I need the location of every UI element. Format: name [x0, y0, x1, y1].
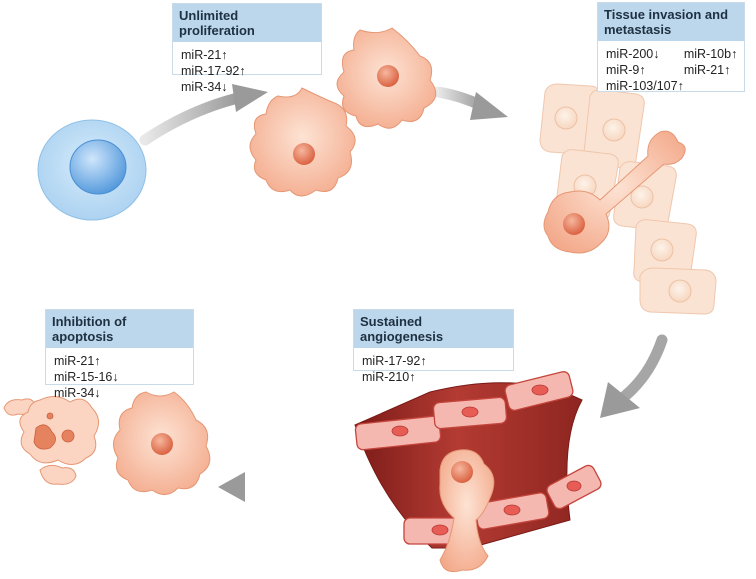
- proliferation-title: Unlimited proliferation: [173, 4, 321, 42]
- invasion-box: Tissue invasion and metastasis miR-200↓ …: [597, 2, 745, 93]
- mirna-label: miR-34↓: [181, 80, 228, 94]
- mirna-label: miR-210↑: [362, 370, 416, 384]
- mirna-label: miR-21↑: [683, 63, 731, 77]
- invasion-mirna-list: miR-200↓ miR-9↑ miR-103/107↑ miR-10b↑ mi…: [598, 41, 744, 99]
- apoptosis-mirna-list: miR-21↑ miR-15-16↓ miR-34↓: [46, 348, 193, 406]
- angiogenesis-title: Sustained angiogenesis: [354, 310, 513, 348]
- invasion-title: Tissue invasion and metastasis: [598, 3, 744, 41]
- mirna-label: miR-17-92↑: [181, 64, 246, 78]
- arrow-normal-to-proliferation: [139, 84, 268, 146]
- blood-vessel: [354, 371, 602, 573]
- arrow-proliferation-to-invasion: [432, 86, 508, 120]
- intravasating-cancer-cell: [439, 449, 495, 573]
- mirna-label: miR-21↑: [181, 48, 228, 62]
- apoptotic-fragment-nuclei: [33, 412, 75, 450]
- invading-cancer-cell: [543, 130, 686, 254]
- mirna-label: miR-9↑: [606, 63, 646, 77]
- normal-cell-nucleus: [69, 139, 127, 195]
- angiogenesis-mirna-list: miR-17-92↑ miR-210↑: [354, 348, 513, 390]
- mirna-label: miR-21↑: [54, 354, 101, 368]
- arrow-invasion-to-angiogenesis: [600, 334, 668, 418]
- proliferation-box: Unlimited proliferation miR-21↑ miR-17-9…: [172, 3, 322, 94]
- apoptosis-resistant-cell: [113, 391, 211, 495]
- mirna-label: miR-15-16↓: [54, 370, 119, 384]
- mirna-label: miR-200↓: [606, 47, 660, 61]
- mirna-label: miR-10b↑: [683, 47, 738, 61]
- normal-cell: [37, 119, 147, 221]
- cancer-cell-bottom: [249, 87, 356, 197]
- apoptosis-title: Inhibition of apoptosis: [46, 310, 193, 348]
- proliferation-mirna-list: miR-21↑ miR-17-92↑ miR-34↓: [173, 42, 321, 100]
- mirna-label: miR-34↓: [54, 386, 101, 400]
- cancer-cell-top: [336, 27, 437, 129]
- apoptosis-box: Inhibition of apoptosis miR-21↑ miR-15-1…: [45, 309, 194, 400]
- mirna-label: miR-103/107↑: [606, 79, 684, 93]
- arrow-angiogenesis-to-apoptosis: [218, 472, 351, 502]
- angiogenesis-box: Sustained angiogenesis miR-17-92↑ miR-21…: [353, 309, 514, 384]
- mirna-label: miR-17-92↑: [362, 354, 427, 368]
